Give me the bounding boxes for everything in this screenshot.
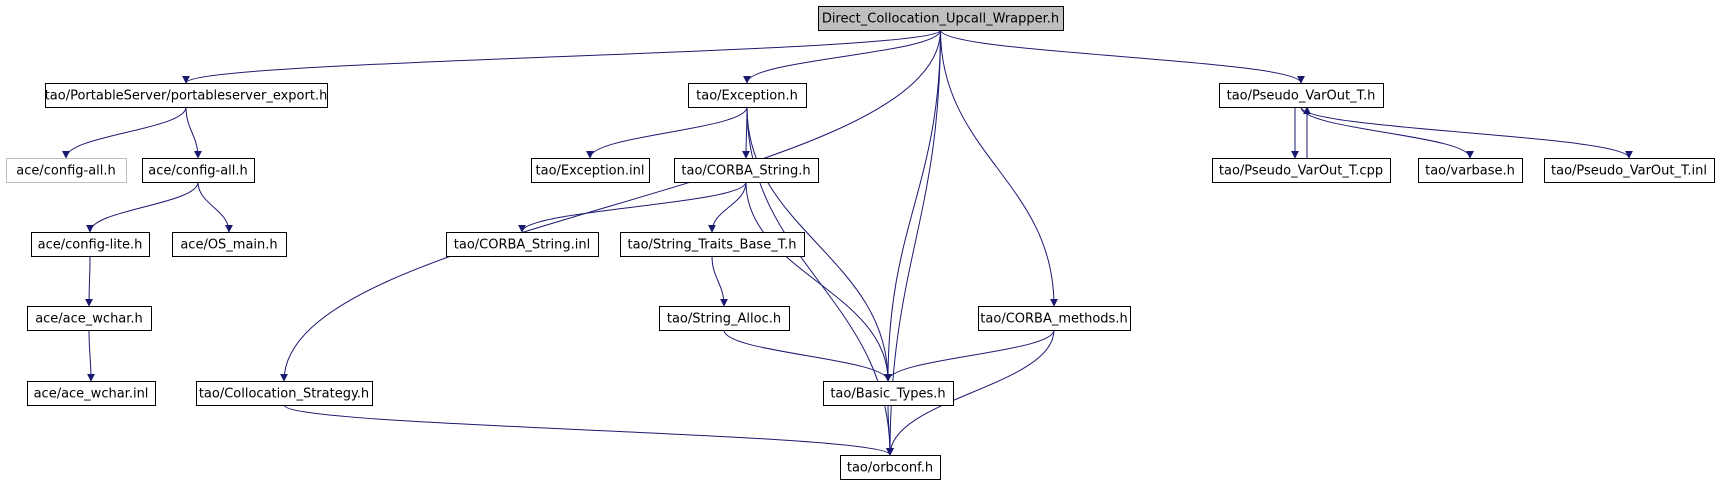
node-box [818,6,1064,31]
node-varbase[interactable]: tao/varbase.h [1418,158,1523,183]
node-box [31,232,150,257]
nodes-layer: Direct_Collocation_Upcall_Wrapper.h tao/P… [6,6,1715,480]
edge-cmeth-to-orbconf [886,329,1055,456]
node-label: tao/CORBA_methods.h [980,312,1127,327]
node-label: tao/Pseudo_VarOut_T.inl [1551,164,1707,179]
node-box [1544,158,1715,183]
node-label: tao/CORBA_String.inl [454,238,590,253]
node-label: tao/orbconf.h [847,461,933,476]
node-box [1212,158,1391,183]
edge-cfg-to-cfglite [86,181,199,233]
node-cfg-missing: ace/config-all.h [6,158,127,183]
edge-pvo-to-varbase [1300,106,1474,159]
node-box [823,381,954,406]
node-label: tao/CORBA_String.h [681,164,810,179]
node-cfg[interactable]: ace/config-all.h [142,158,255,183]
edge-cstr-to-cstrinl [518,181,747,233]
edge-root-to-exc [743,29,941,84]
edge-pvo-to-pvoinl [1300,106,1633,159]
node-wcharinl[interactable]: ace/ace_wchar.inl [27,381,156,406]
edge-cmeth-to-btypes [884,329,1055,382]
node-box [674,158,819,183]
edge-root-to-pse [182,29,941,84]
node-box [142,158,255,183]
node-box [840,455,941,480]
node-label: ace/config-all.h [148,164,248,179]
node-label: tao/Exception.h [696,89,798,104]
node-box [45,83,328,108]
edge-root-to-btypes [884,29,941,382]
node-pvo[interactable]: tao/Pseudo_VarOut_T.h [1219,83,1384,108]
node-label: tao/varbase.h [1425,164,1515,179]
node-box [1219,83,1384,108]
edge-cfg-to-osmain [197,181,233,233]
node-label: tao/String_Traits_Base_T.h [628,238,797,253]
edge-cstr-to-btypes [745,181,892,382]
node-box [196,381,373,406]
edges-layer [62,29,1633,456]
node-label: ace/ace_wchar.h [35,312,143,327]
node-label: tao/Pseudo_VarOut_T.h [1227,89,1376,104]
node-cfglite[interactable]: ace/config-lite.h [31,232,150,257]
node-pvocpp[interactable]: tao/Pseudo_VarOut_T.cpp [1212,158,1391,183]
node-pvoinl[interactable]: tao/Pseudo_VarOut_T.inl [1544,158,1715,183]
node-salloc[interactable]: tao/String_Alloc.h [659,306,790,331]
edge-root-to-pvo [940,29,1305,84]
node-label: tao/Pseudo_VarOut_T.cpp [1219,164,1383,179]
node-box [688,83,807,108]
node-cstr[interactable]: tao/CORBA_String.h [674,158,819,183]
node-wchar[interactable]: ace/ace_wchar.h [27,306,152,331]
edge-cfglite-to-wchar [85,255,94,307]
node-osmain[interactable]: ace/OS_main.h [172,232,287,257]
node-box [1418,158,1523,183]
node-box [172,232,287,257]
edge-pse-to-cfg [185,106,202,159]
node-box [27,381,156,406]
node-colls[interactable]: tao/Collocation_Strategy.h [196,381,373,406]
node-cmeth[interactable]: tao/CORBA_methods.h [978,306,1131,331]
edge-colls-to-orbconf [283,404,894,456]
edge-root-to-cmeth [940,29,1058,307]
node-label: ace/config-lite.h [38,238,143,253]
node-cstrinl[interactable]: tao/CORBA_String.inl [446,232,599,257]
node-label: tao/Collocation_Strategy.h [199,387,369,402]
node-box [620,232,805,257]
edge-root-to-colls [280,29,941,382]
edge-stb-to-salloc [711,255,728,307]
node-label: ace/config-all.h [16,164,116,179]
node-box [978,306,1131,331]
node-box [531,158,650,183]
node-box [6,158,127,183]
node-label: Direct_Collocation_Upcall_Wrapper.h [822,12,1059,27]
node-box [659,306,790,331]
node-root[interactable]: Direct_Collocation_Upcall_Wrapper.h [818,6,1064,31]
node-label: tao/PortableServer/portableserver_export… [45,89,328,104]
node-label: tao/Basic_Types.h [830,387,945,402]
node-box [446,232,599,257]
node-excinl[interactable]: tao/Exception.inl [531,158,650,183]
node-label: tao/String_Alloc.h [667,312,781,327]
edge-wchar-to-wcharinl [86,329,95,382]
edge-pse-to-cfg_missing [62,106,187,159]
edge-exc-to-excinl [586,106,748,159]
node-label: ace/OS_main.h [180,238,277,253]
node-label: tao/Exception.inl [536,164,645,179]
edge-salloc-to-btypes [723,329,892,382]
node-box [27,306,152,331]
node-btypes[interactable]: tao/Basic_Types.h [823,381,954,406]
edge-cstr-to-stb [708,181,747,233]
node-stb[interactable]: tao/String_Traits_Base_T.h [620,232,805,257]
node-orbconf[interactable]: tao/orbconf.h [840,455,941,480]
node-label: ace/ace_wchar.inl [34,387,149,402]
node-exc[interactable]: tao/Exception.h [688,83,807,108]
edge-exc-to-btypes [746,106,892,382]
node-pse[interactable]: tao/PortableServer/portableserver_export… [45,83,328,108]
